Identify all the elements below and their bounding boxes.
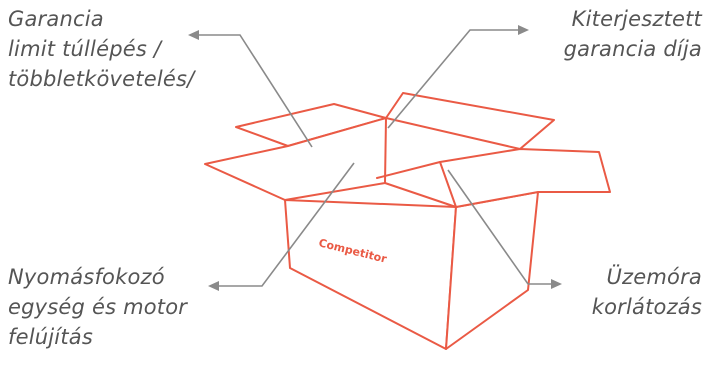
label-top-right-line-1: Kiterjesztett (564, 4, 702, 34)
box-fold-line (385, 183, 456, 207)
label-top-right-line-2: garancia díja (564, 34, 702, 64)
arrowhead-bottom-left (208, 281, 219, 291)
label-bottom-left: Nyomásfokozó egység és motor felújítás (8, 262, 187, 352)
label-top-left-line-2: limit túllépés / (8, 34, 194, 64)
label-bottom-right-line-1: Üzemóra (592, 262, 702, 292)
box-inner-back-line (377, 162, 440, 178)
box-side-face (446, 192, 538, 349)
label-bottom-left-line-2: egység és motor (8, 292, 187, 322)
label-top-right: Kiterjesztett garancia díja (564, 4, 702, 64)
arrowhead-bottom-right (551, 279, 562, 289)
label-bottom-left-line-1: Nyomásfokozó (8, 262, 187, 292)
label-bottom-right-line-2: korlátozás (592, 292, 702, 322)
label-top-left-line-3: többletkövetelés/ (8, 64, 194, 94)
box-flaps (205, 93, 610, 207)
label-bottom-right: Üzemóra korlátozás (592, 262, 702, 322)
label-bottom-left-line-3: felújítás (8, 322, 187, 352)
label-top-left-line-1: Garancia (8, 4, 194, 34)
arrowhead-top-right (518, 25, 529, 35)
label-top-left: Garancia limit túllépés / többletkövetel… (8, 4, 194, 94)
box-front-face (285, 200, 456, 349)
